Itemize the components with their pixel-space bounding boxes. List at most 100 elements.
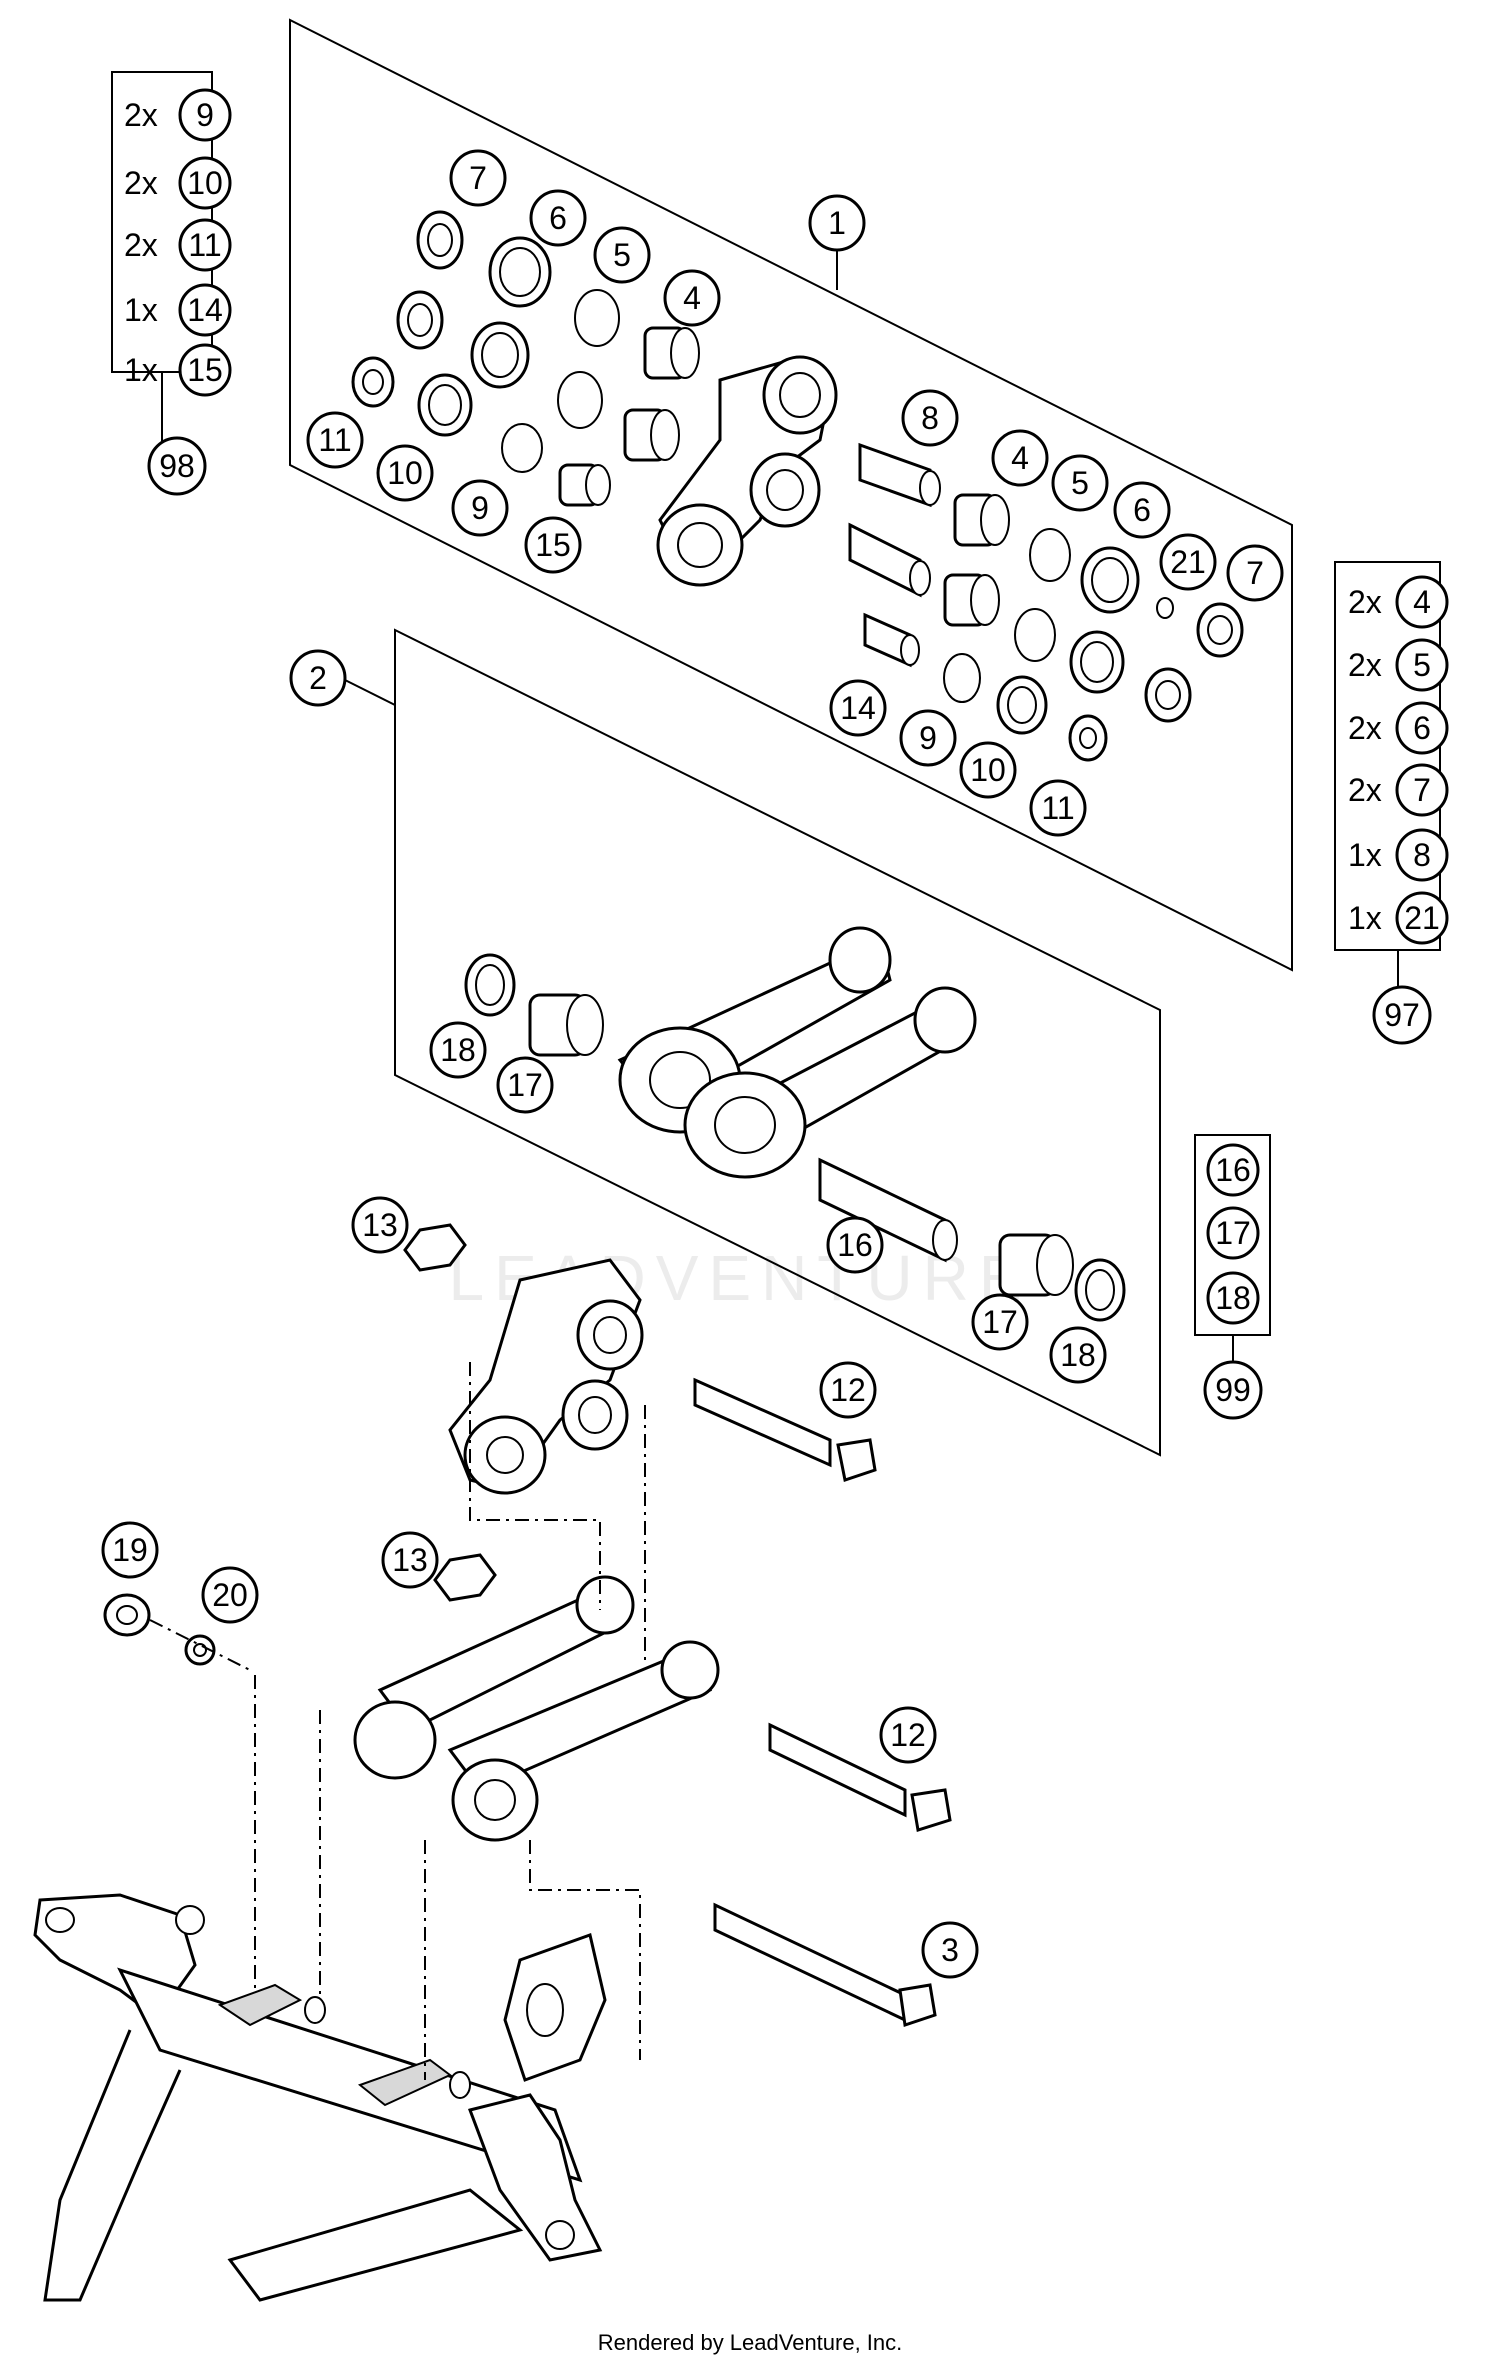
svg-text:21: 21 — [1170, 544, 1206, 580]
svg-text:11: 11 — [188, 227, 221, 263]
kit-label-97: 97 — [1372, 985, 1432, 1045]
svg-text:5: 5 — [613, 237, 631, 273]
svg-text:18: 18 — [1215, 1280, 1251, 1316]
kit-99-row-1: 16 — [1206, 1143, 1260, 1197]
callout-12: 12 — [819, 1361, 877, 1419]
svg-text:3: 3 — [941, 1932, 959, 1968]
callout-9: 9 — [451, 479, 509, 537]
callout-16: 16 — [826, 1216, 884, 1274]
svg-text:13: 13 — [362, 1207, 398, 1243]
svg-text:12: 12 — [890, 1717, 926, 1753]
svg-text:7: 7 — [1413, 772, 1431, 808]
svg-text:16: 16 — [1215, 1152, 1251, 1188]
callout-10: 10 — [959, 741, 1017, 799]
callout-18: 18 — [1049, 1326, 1107, 1384]
callout-17: 17 — [496, 1056, 554, 1114]
svg-text:9: 9 — [471, 490, 489, 526]
svg-text:21: 21 — [1404, 900, 1440, 936]
svg-text:4: 4 — [1413, 584, 1431, 620]
callout-13: 13 — [351, 1196, 409, 1254]
kit-97-row-3: 2x 6 — [1348, 701, 1449, 755]
kit-98-row-5: 1x 15 — [124, 343, 232, 397]
kit-99-row-3: 18 — [1206, 1271, 1260, 1325]
svg-text:11: 11 — [318, 422, 351, 458]
svg-text:2x: 2x — [1348, 710, 1382, 746]
callout-8: 8 — [901, 389, 959, 447]
svg-text:6: 6 — [1133, 492, 1151, 528]
callout-6: 6 — [529, 189, 587, 247]
svg-text:6: 6 — [549, 200, 567, 236]
svg-text:5: 5 — [1413, 647, 1431, 683]
callout-18: 18 — [429, 1021, 487, 1079]
assembled-rocker — [103, 1223, 877, 1666]
panel1-right-parts — [848, 442, 1244, 762]
svg-text:17: 17 — [1215, 1215, 1251, 1251]
panel-part-2 — [394, 628, 1161, 1457]
callout-11: 11 — [1029, 779, 1087, 837]
callout-5: 5 — [593, 226, 651, 284]
kit-97-row-4: 2x 7 — [1348, 763, 1449, 817]
assembly-center-lines — [149, 1362, 646, 2080]
callout-14: 14 — [829, 679, 887, 737]
svg-text:20: 20 — [212, 1577, 248, 1613]
svg-text:13: 13 — [392, 1542, 428, 1578]
callout-15: 15 — [524, 516, 582, 574]
svg-text:19: 19 — [112, 1532, 148, 1568]
svg-text:2: 2 — [309, 660, 327, 696]
svg-text:1x: 1x — [124, 352, 158, 388]
svg-text:10: 10 — [187, 165, 223, 201]
kit-97-row-2: 2x 5 — [1348, 638, 1449, 692]
callout-6: 6 — [1113, 481, 1171, 539]
svg-text:99: 99 — [1215, 1372, 1251, 1408]
svg-text:7: 7 — [1246, 555, 1264, 591]
svg-text:1x: 1x — [124, 292, 158, 328]
svg-text:97: 97 — [1384, 997, 1420, 1033]
callout-1: 1 — [808, 194, 866, 252]
svg-text:8: 8 — [1413, 837, 1431, 873]
svg-text:1: 1 — [828, 205, 846, 241]
svg-text:5: 5 — [1071, 465, 1089, 501]
svg-text:14: 14 — [187, 292, 223, 328]
pull-rod-panel2 — [464, 926, 1126, 1322]
callout-20: 20 — [201, 1566, 259, 1624]
kit-97-row-5: 1x 8 — [1348, 828, 1449, 882]
kit-box-99 — [1194, 1134, 1271, 1365]
callout-17: 17 — [971, 1293, 1029, 1351]
kit-99-row-2: 17 — [1206, 1206, 1260, 1260]
svg-text:2x: 2x — [124, 165, 158, 201]
svg-text:2x: 2x — [1348, 772, 1382, 808]
callout-2: 2 — [289, 649, 347, 707]
callout-13: 13 — [381, 1531, 439, 1589]
svg-text:11: 11 — [1041, 790, 1074, 826]
svg-text:2x: 2x — [124, 97, 158, 133]
svg-text:15: 15 — [535, 527, 571, 563]
svg-text:17: 17 — [982, 1304, 1018, 1340]
callout-9: 9 — [899, 709, 957, 767]
render-credit: Rendered by LeadVenture, Inc. — [597, 2330, 903, 2355]
callout-7: 7 — [1226, 544, 1284, 602]
svg-text:4: 4 — [683, 280, 701, 316]
callout-21: 21 — [1159, 533, 1217, 591]
svg-text:8: 8 — [921, 400, 939, 436]
svg-text:2x: 2x — [1348, 647, 1382, 683]
svg-text:1x: 1x — [1348, 900, 1382, 936]
frame-section — [33, 1893, 607, 2302]
svg-text:10: 10 — [387, 455, 423, 491]
svg-text:12: 12 — [830, 1372, 866, 1408]
kit-98-row-1: 2x 9 — [124, 88, 232, 142]
callout-11: 11 — [306, 411, 364, 469]
kit-98-row-3: 2x 11 — [124, 218, 232, 272]
callout-12: 12 — [879, 1706, 937, 1764]
kit-label-99: 99 — [1203, 1360, 1263, 1420]
svg-text:16: 16 — [837, 1227, 873, 1263]
callout-4: 4 — [991, 429, 1049, 487]
callout-19: 19 — [101, 1521, 159, 1579]
rocker-body-panel1 — [656, 355, 838, 587]
svg-text:98: 98 — [159, 448, 195, 484]
svg-text:7: 7 — [469, 160, 487, 196]
kit-98-row-2: 2x 10 — [124, 156, 232, 210]
assembled-pull-rod — [353, 1575, 952, 2027]
svg-text:6: 6 — [1413, 710, 1431, 746]
svg-text:17: 17 — [507, 1067, 543, 1103]
